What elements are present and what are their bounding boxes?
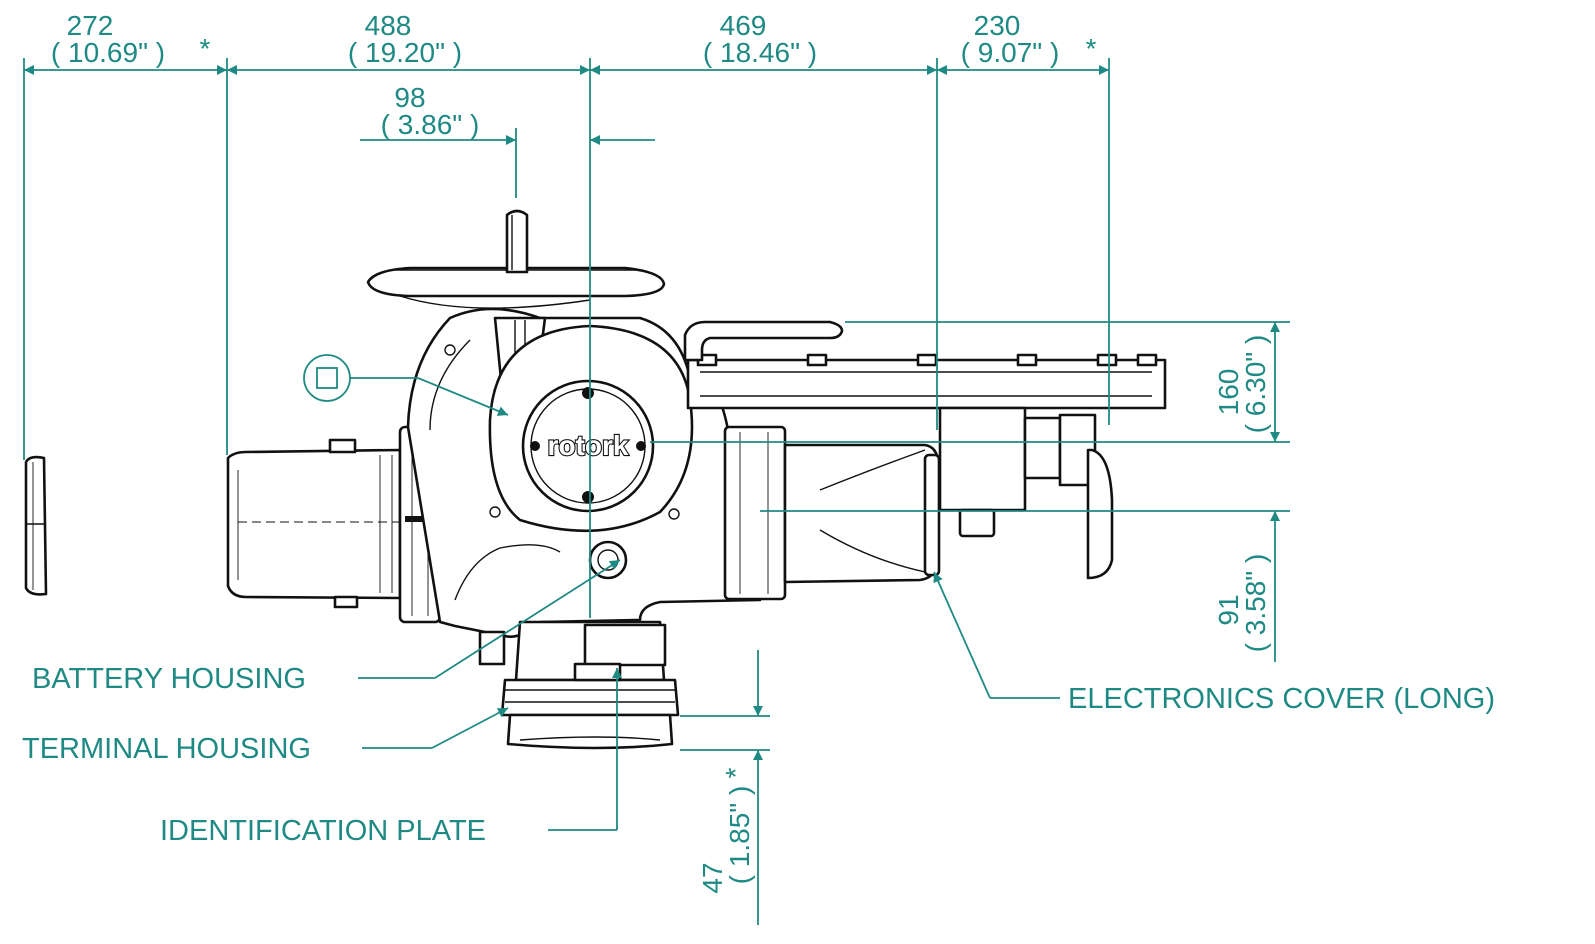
callout-terminal-housing: TERMINAL HOUSING bbox=[22, 707, 509, 765]
callout-identification-plate: IDENTIFICATION PLATE bbox=[160, 668, 622, 847]
dim-230: 230 ( 9.07" ) * bbox=[961, 10, 1097, 68]
dim-230-inch: ( 9.07" ) bbox=[961, 37, 1060, 68]
dim-98-inch: ( 3.86" ) bbox=[381, 109, 480, 140]
dim-160: 160 ( 6.30" ) bbox=[1213, 335, 1271, 434]
dim-469-inch: ( 18.46" ) bbox=[703, 37, 817, 68]
dim-488-inch: ( 19.20" ) bbox=[348, 37, 462, 68]
dim-91-inch: ( 3.58" ) bbox=[1240, 554, 1271, 653]
square-icon bbox=[316, 367, 338, 389]
dim-98-mm: 98 bbox=[394, 82, 425, 113]
square-symbol-callout bbox=[303, 354, 509, 416]
dim-160-mm: 160 bbox=[1213, 369, 1244, 416]
left-cover-outline bbox=[24, 455, 48, 596]
display-window bbox=[521, 379, 655, 513]
left-motor-cover bbox=[226, 448, 402, 600]
dim-272-inch: ( 10.69" ) bbox=[51, 37, 165, 68]
battery-housing-cap bbox=[588, 540, 628, 580]
base-plate bbox=[686, 358, 1167, 410]
top-dimension-chain bbox=[24, 65, 1109, 145]
callout-electronics-cover: ELECTRONICS COVER (LONG) bbox=[933, 571, 1495, 715]
dim-47: 47 ( 1.85" ) * bbox=[697, 767, 755, 893]
dim-488: 488 ( 19.20" ) bbox=[348, 10, 462, 68]
label-electronics-cover: ELECTRONICS COVER (LONG) bbox=[1068, 683, 1495, 715]
terminal-housing bbox=[500, 678, 680, 717]
electronics-cover bbox=[783, 443, 940, 584]
dim-488-mm: 488 bbox=[365, 10, 412, 41]
right-dimension-lines bbox=[753, 322, 1280, 925]
callout-battery-housing: BATTERY HOUSING bbox=[32, 559, 621, 695]
dim-272: 272 ( 10.69" ) * bbox=[51, 10, 211, 68]
right-end-bracket bbox=[1086, 448, 1114, 580]
dim-230-star: * bbox=[1086, 33, 1097, 64]
label-terminal-housing: TERMINAL HOUSING bbox=[22, 733, 311, 765]
dim-91-mm: 91 bbox=[1213, 594, 1244, 625]
dim-47-mm: 47 bbox=[697, 862, 728, 893]
dim-230-mm: 230 bbox=[974, 10, 1021, 41]
dim-98: 98 ( 3.86" ) bbox=[381, 82, 480, 140]
dim-91: 91 ( 3.58" ) bbox=[1213, 554, 1271, 653]
dim-47-inch: ( 1.85" ) bbox=[724, 786, 755, 885]
dim-47-star: * bbox=[720, 767, 751, 778]
label-identification-plate: IDENTIFICATION PLATE bbox=[160, 815, 486, 847]
dim-469-mm: 469 bbox=[720, 10, 767, 41]
dim-469: 469 ( 18.46" ) bbox=[703, 10, 817, 68]
label-battery-housing: BATTERY HOUSING bbox=[32, 663, 306, 695]
dim-272-star: * bbox=[200, 33, 211, 64]
rotork-logo-text: rotork bbox=[548, 430, 629, 461]
dim-272-mm: 272 bbox=[67, 10, 114, 41]
dim-160-inch: ( 6.30" ) bbox=[1240, 335, 1271, 434]
handwheel-knob bbox=[505, 209, 529, 274]
